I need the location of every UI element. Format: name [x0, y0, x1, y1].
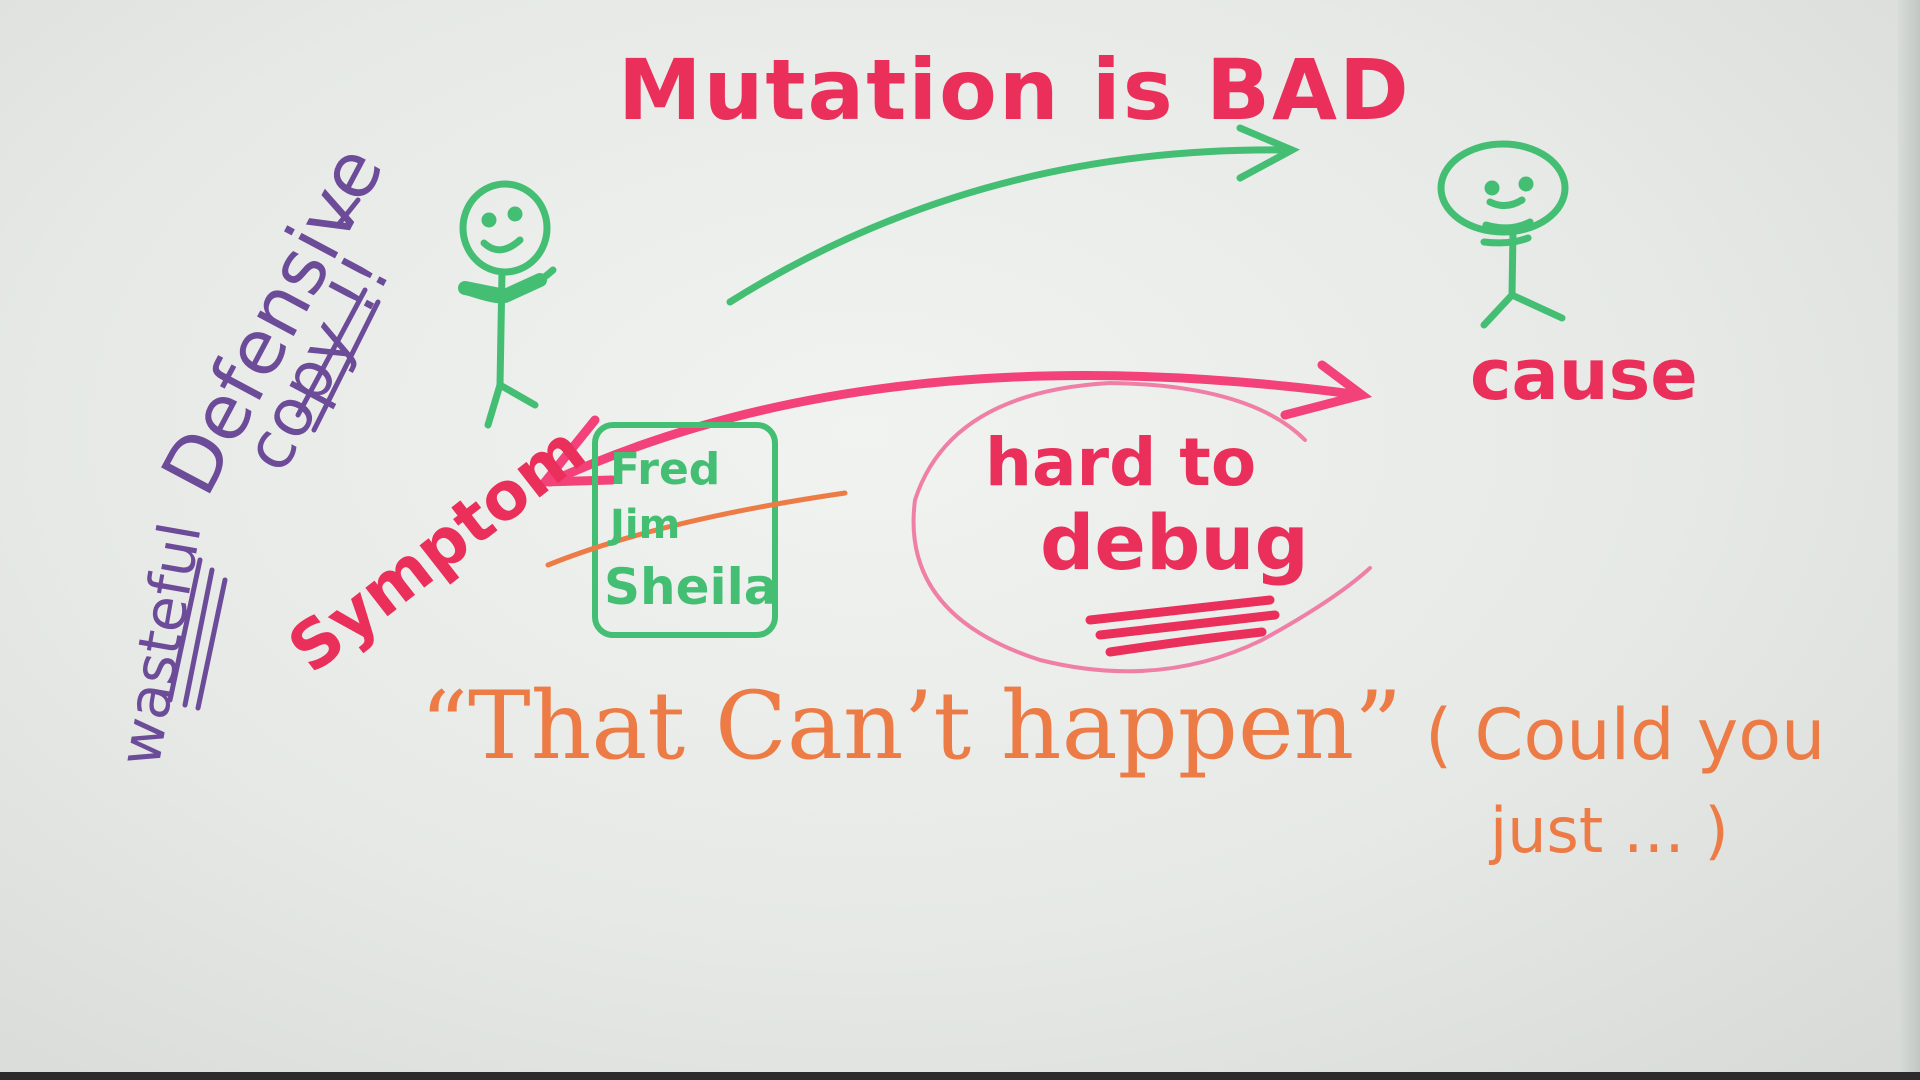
- pink-double-arrow: [535, 360, 1373, 487]
- strike-line: [545, 490, 848, 568]
- stick-figure-symptom-icon: [458, 180, 557, 429]
- name-jim: Jim: [610, 502, 681, 548]
- aside-line-2: just … ): [1490, 794, 1729, 867]
- aside-line-1: ( Could you: [1425, 694, 1826, 776]
- hard-to-label: hard to: [985, 424, 1257, 501]
- debug-oval: [911, 380, 1372, 674]
- name-fred: Fred: [610, 444, 721, 495]
- exclamation-marks: [335, 197, 361, 228]
- name-sheila: Sheila: [604, 558, 778, 616]
- purple-underlines: [167, 287, 381, 711]
- stick-figure-cause-icon: [1437, 140, 1569, 329]
- quote-text: “That Can’t happen”: [420, 672, 1403, 781]
- name-box-icon: [592, 422, 778, 638]
- cause-label: cause: [1470, 334, 1698, 416]
- board-edge: [1898, 0, 1920, 1080]
- debug-underline: [1085, 595, 1280, 657]
- debug-label: debug: [1040, 498, 1309, 587]
- marker-tray: [0, 1072, 1920, 1080]
- green-arrow: [726, 124, 1301, 306]
- title-text: Mutation is BAD: [618, 41, 1411, 139]
